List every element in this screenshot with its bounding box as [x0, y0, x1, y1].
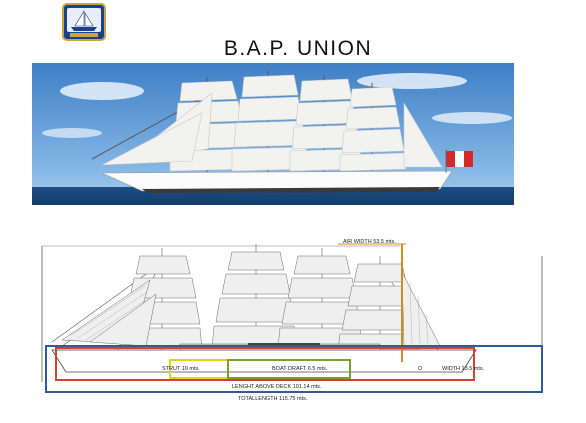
boat-draft-box — [227, 359, 351, 379]
ship-photo — [32, 63, 514, 205]
length-above-deck-label: LENGHT ABOVE DECK 101.14 mts. — [232, 384, 322, 390]
total-length-label: TOTALLENGTH 115.75 mts. — [238, 396, 308, 402]
ship-dimensions-diagram: AIR WIDTH 53.5 mts. STRUT 10 mts. BOAT D… — [0, 222, 586, 418]
strut-label: STRUT 10 mts. — [162, 366, 200, 372]
air-width-label: AIR WIDTH 53.5 mts. — [343, 239, 396, 245]
navy-emblem-logo — [62, 3, 106, 41]
boat-draft-label: BOAT DRAFT 6.5 mts. — [272, 366, 328, 372]
total-length-box — [45, 345, 543, 393]
marker-label: O — [418, 366, 423, 372]
width-label: WIDTH 13.5 mts. — [442, 366, 485, 372]
page-title: B.A.P. UNION — [223, 37, 373, 60]
length-above-deck-box — [55, 347, 475, 381]
